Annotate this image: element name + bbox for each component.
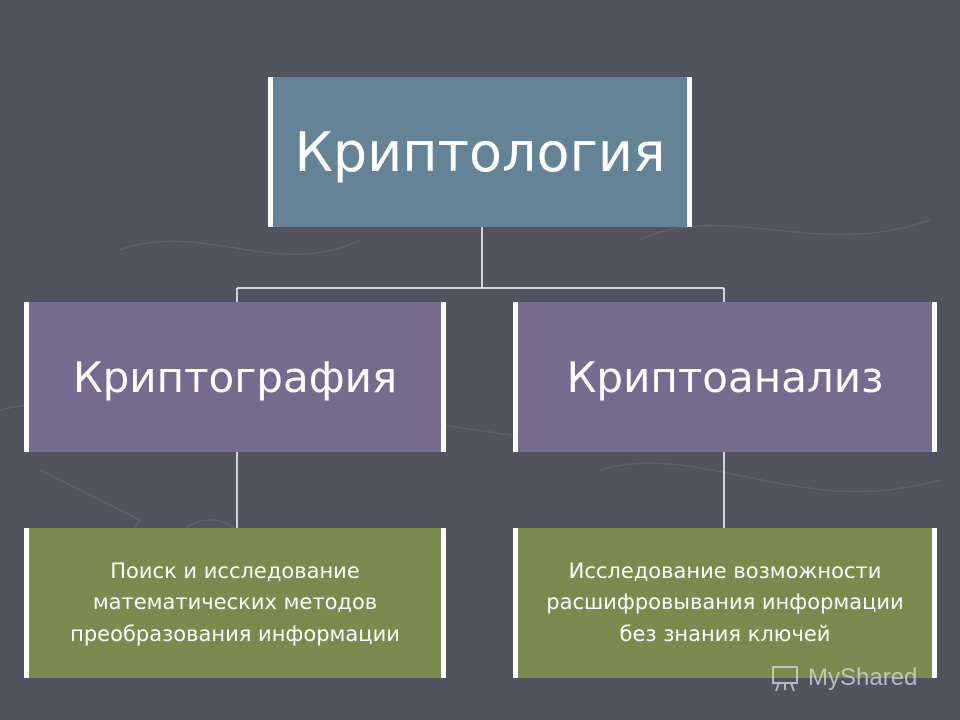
watermark: MyShared <box>770 662 917 694</box>
description-line: преобразования информации <box>70 621 400 646</box>
node-cryptology-label: Криптология <box>294 120 666 184</box>
presentation-board-icon <box>772 666 798 692</box>
description-line: математических методов <box>92 590 378 615</box>
node-cryptanalysis-label: Криптоанализ <box>566 352 884 402</box>
node-cryptography-label: Криптография <box>72 352 398 402</box>
description-line: без знания ключей <box>619 621 831 646</box>
node-cryptology: Криптология <box>268 77 692 227</box>
node-cryptanalysis: Криптоанализ <box>513 302 937 452</box>
node-cryptanalysis-description: Исследование возможности расшифровывания… <box>513 528 937 678</box>
node-cryptography-description: Поиск и исследование математических мето… <box>24 528 446 678</box>
node-cryptography: Криптография <box>24 302 446 452</box>
description-line: Поиск и исследование <box>110 558 360 583</box>
description-line: расшифровывания информации <box>546 590 904 615</box>
description-line: Исследование возможности <box>568 558 882 583</box>
watermark-text: MyShared <box>808 664 918 691</box>
